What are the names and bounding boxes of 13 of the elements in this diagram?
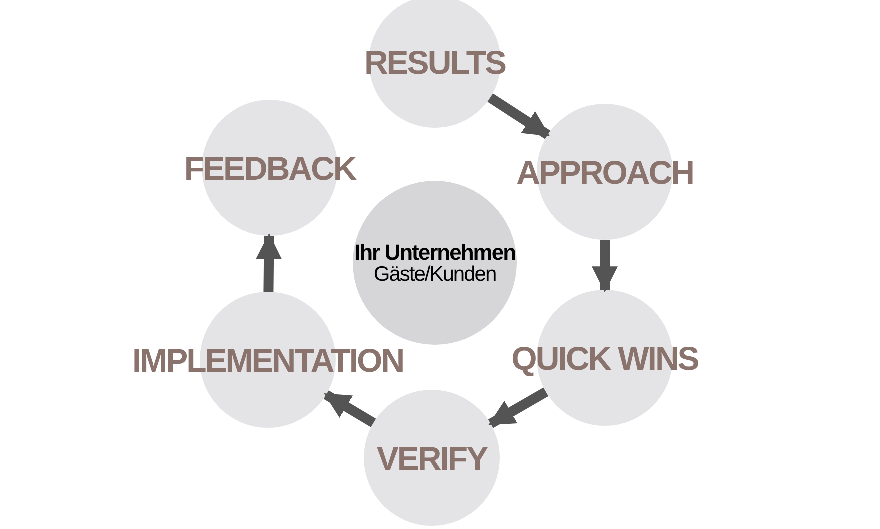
step-label: RESULTS (364, 46, 506, 78)
step-label: IMPLEMENTATION (132, 344, 404, 376)
step-label: FEEDBACK (184, 152, 356, 184)
step-label: QUICK WINS (512, 342, 698, 374)
arrow (324, 390, 376, 428)
center-subtitle: Gäste/Kunden (374, 264, 496, 284)
step-label: VERIFY (376, 442, 488, 474)
center-title: Ihr Unternehmen (354, 242, 516, 264)
arrow (488, 388, 549, 428)
arrow (592, 240, 618, 293)
step-label: APPROACH (516, 156, 694, 188)
arrow (488, 94, 551, 140)
arrow (256, 233, 282, 292)
